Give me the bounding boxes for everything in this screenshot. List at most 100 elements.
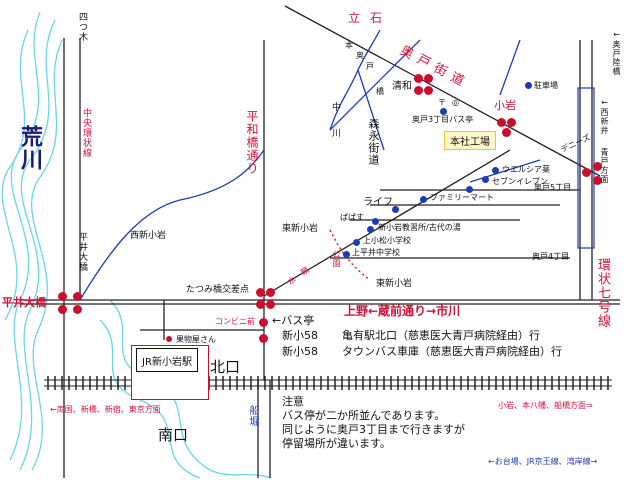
junction-hirai-4 — [73, 305, 82, 314]
junction-koiwa-3 — [502, 128, 511, 137]
bus1-stop: 新小58 — [282, 329, 318, 342]
label-kawa: 川 — [332, 129, 342, 139]
label-yotsugi: 四つ木 — [77, 12, 87, 42]
okudo-kaido-road — [284, 5, 601, 177]
label-shinkoiwa-school: 新小岩教習所/古代の湯 — [378, 223, 461, 232]
label-kitaguchi: 北口 — [210, 358, 241, 376]
poi-kamihirai — [343, 251, 350, 258]
motooku-street — [357, 69, 385, 151]
junction-aoto-2 — [593, 176, 602, 185]
diagonal-to-tatsumi — [263, 149, 511, 297]
label-funabori: 船堀 — [247, 405, 258, 427]
honsha-label: 本社工場 — [450, 137, 490, 148]
river-wave-6 — [99, 319, 201, 479]
river-wave-1 — [9, 11, 41, 461]
bus2-stop: 新小58 — [282, 345, 318, 358]
label-welcia: ウエルシア薬 — [502, 165, 550, 174]
poi-okudo3 — [440, 108, 447, 115]
river-wave-4 — [31, 39, 63, 471]
label-bus-stop: ←バス亭 — [272, 314, 315, 327]
junction-conveni — [259, 318, 268, 327]
label-tatsumi: たつみ橋交差点 — [186, 285, 250, 295]
label-kudamonoya: 果物屋さん — [176, 335, 216, 344]
junction-okudo-3 — [414, 86, 423, 95]
label-right-dir: 小岩、本八幡、船橋方面⇒ — [498, 401, 593, 410]
poi-life — [392, 206, 399, 213]
label-higashi-shinkoiwa2: 東新小岩 — [376, 279, 413, 289]
notice-title: 注意 — [282, 395, 304, 408]
junction-aoto-3 — [582, 168, 591, 177]
river-waves — [1, 11, 271, 479]
roads-blue — [79, 29, 541, 301]
river-wave-2 — [19, 19, 56, 471]
station-box[interactable]: JR新小岩駅 — [136, 348, 198, 372]
label-koiwa: 小岩 — [494, 99, 516, 112]
label-kamikomatsu: 上小松小学校 — [363, 236, 411, 245]
roads-black — [20, 5, 620, 478]
junction-hirai-2 — [73, 292, 82, 301]
label-chushajo: 駐車場 — [534, 81, 558, 90]
label-left-dir: ←両国、新橋、新宿、東京方面 — [50, 405, 161, 414]
label-chuo-kanjo: 中央環状線 — [81, 108, 91, 158]
label-okudo4: 奥戸4丁目 — [532, 252, 570, 261]
poi-familymart — [420, 196, 427, 203]
label-seiwa: 清和 — [392, 81, 412, 92]
junction-tatsumi-1 — [256, 288, 265, 297]
label-nishi-shinkoiwa: 西新小岩 — [130, 231, 167, 241]
junction-okudo-4 — [424, 86, 433, 95]
koiwa-road — [499, 39, 521, 96]
label-conveni: コンビニ前 — [215, 317, 255, 326]
bus2-dest: タウンバス車庫（慈恵医大青戸病院経由）行 — [342, 345, 562, 358]
label-papasu: ぱぱす — [340, 213, 364, 222]
notice-line-2: 同じように奥戸3丁目まで行きますが — [282, 423, 465, 436]
poi-okudo5 — [466, 186, 473, 193]
label-life: ライフ — [363, 197, 393, 208]
notice-line-1: バス停が二か所並んであります。 — [282, 409, 446, 422]
label-oku-rikkyo: ←奥戸陸橋 — [612, 30, 621, 76]
label-do: 戸 — [366, 62, 374, 71]
poi-chushajo — [525, 82, 532, 89]
welcia-street — [469, 159, 541, 183]
station-label: JR新小岩駅 — [142, 356, 192, 368]
label-higashi-shinkoiwa: 東新小岩 — [282, 224, 319, 234]
label-seven: セブンイレブン — [492, 177, 548, 186]
label-ueno-road: 上野←蔵前通り→市川 — [344, 304, 461, 318]
junction-kudamono — [166, 336, 172, 342]
label-arakawa: 荒川 — [17, 125, 42, 171]
honsha-box[interactable]: 本社工場 — [444, 131, 496, 150]
junction-tatsumi-3 — [256, 300, 265, 309]
label-nishi-shinjin: ←西新井 — [600, 98, 609, 135]
label-hashi: 橋 — [376, 87, 384, 96]
poi-shinkoiwa-school — [367, 226, 374, 233]
poi-seven — [482, 176, 489, 183]
junction-bus-1 — [259, 334, 268, 343]
junction-aoto-1 — [593, 162, 602, 171]
notice-line-3: 停留場所が違います。 — [282, 437, 391, 450]
label-gray-mark2: ◎ — [452, 98, 459, 107]
junction-okudo-2 — [424, 74, 433, 83]
label-hirai-ohashi: 平井大橋 — [2, 296, 46, 309]
river-wave-3 — [1, 29, 29, 321]
junction-tatsumi-2 — [266, 288, 275, 297]
label-minamiguchi: 南口 — [158, 426, 189, 444]
junction-hirai-1 — [58, 292, 67, 301]
label-okudo3-bus: 奥戸3丁目バス亭 — [412, 115, 474, 124]
label-kanjo7: 環状七号線 — [595, 258, 610, 328]
label-bottom-dir: ←お台場、JR京王線、湾岸線→ — [488, 457, 598, 466]
label-heiwabashi: 平和橋通り — [245, 110, 259, 175]
label-aoto: 青戸方面 — [600, 148, 609, 184]
label-kamihirai: 上平井中学校 — [352, 248, 400, 257]
label-familymart: ファミリーマート — [430, 193, 494, 202]
poi-kamikomatsu — [353, 239, 360, 246]
label-kouen: 公園 — [332, 250, 341, 268]
label-oku: 奥 — [356, 51, 364, 60]
label-moto: 本 — [345, 41, 353, 50]
junction-koiwa-1 — [497, 118, 506, 127]
label-naka: 中 — [332, 103, 342, 113]
junction-hirai-3 — [58, 305, 67, 314]
label-gray-mark: 〒 — [438, 98, 446, 107]
junction-tatsumi-4 — [266, 300, 275, 309]
junction-koiwa-2 — [507, 118, 516, 127]
label-tatsuishi: 立石 — [348, 11, 393, 25]
